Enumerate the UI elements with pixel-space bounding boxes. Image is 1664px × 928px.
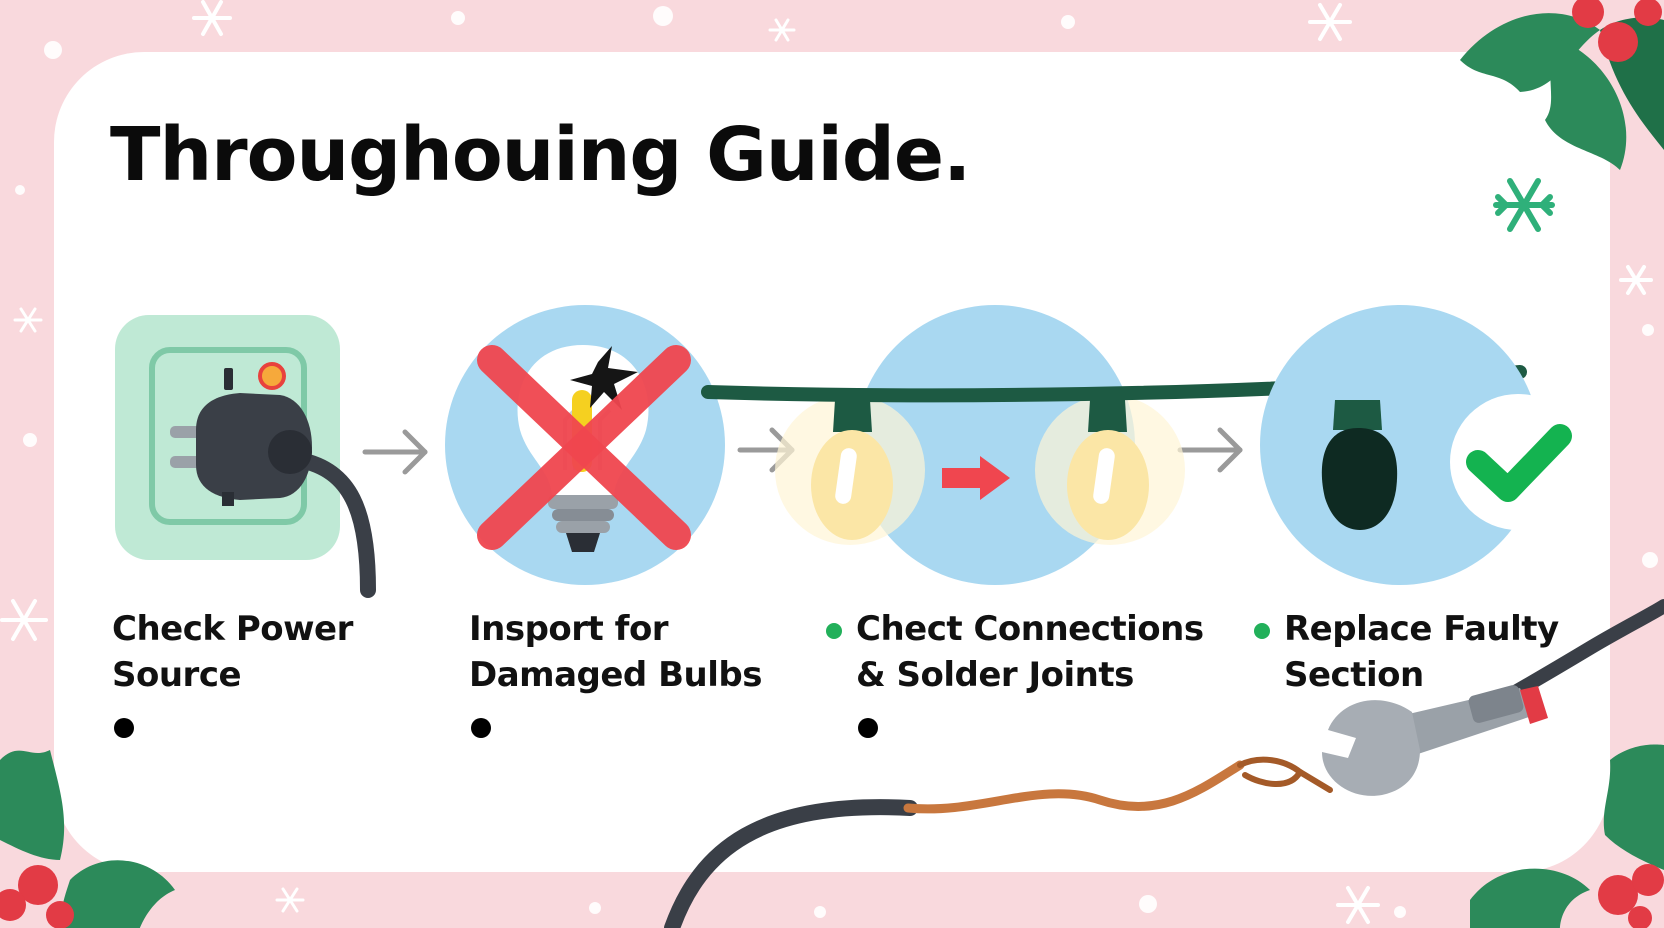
- step-label: Replace Faulty Section: [1284, 606, 1584, 698]
- holly-icon: [1460, 0, 1664, 170]
- green-bullet: [1254, 623, 1270, 639]
- arrow-icon: [942, 456, 1010, 500]
- step-label-line-2: Source: [112, 655, 242, 695]
- step-label-line-1: Check Power: [112, 609, 353, 649]
- step-label: Chect Connections & Solder Joints: [856, 606, 1236, 698]
- step-label-line-1: Chect Connections: [856, 609, 1204, 649]
- step-marker-dot: [471, 718, 491, 738]
- replacement-bulb-icon: [1260, 305, 1540, 585]
- step-label-line-2: Damaged Bulbs: [469, 655, 762, 695]
- step-check-power: Check Power Source: [112, 606, 492, 738]
- step-label: Insport for Damaged Bulbs: [469, 606, 849, 698]
- checkmark-icon: [1450, 394, 1586, 530]
- step-label: Check Power Source: [112, 606, 492, 698]
- step-replace-section: Replace Faulty Section: [1254, 606, 1584, 698]
- holly-icon: [0, 750, 175, 928]
- step-label-line-2: Section: [1284, 655, 1424, 695]
- page-title: Throughouing Guide.: [110, 112, 971, 198]
- step-label-line-1: Insport for: [469, 609, 669, 649]
- green-bullet: [826, 623, 842, 639]
- snowflake-icon: [1493, 178, 1555, 232]
- holly-icon: [1470, 744, 1664, 928]
- step-marker-dot: [114, 718, 134, 738]
- power-outlet-icon: [115, 315, 376, 598]
- step-label-line-1: Replace Faulty: [1284, 609, 1559, 649]
- step-marker-dot: [858, 718, 878, 738]
- arrow-icon: [362, 429, 428, 475]
- broken-bulb-icon: [445, 305, 725, 585]
- step-label-line-2: & Solder Joints: [856, 655, 1134, 695]
- arrow-icon: [1177, 427, 1243, 473]
- step-check-connections: Chect Connections & Solder Joints: [826, 606, 1236, 738]
- step-inspect-bulbs: Insport for Damaged Bulbs: [469, 606, 849, 738]
- wire-repair-illustration: [664, 599, 1664, 928]
- wrench-icon: [1322, 685, 1548, 796]
